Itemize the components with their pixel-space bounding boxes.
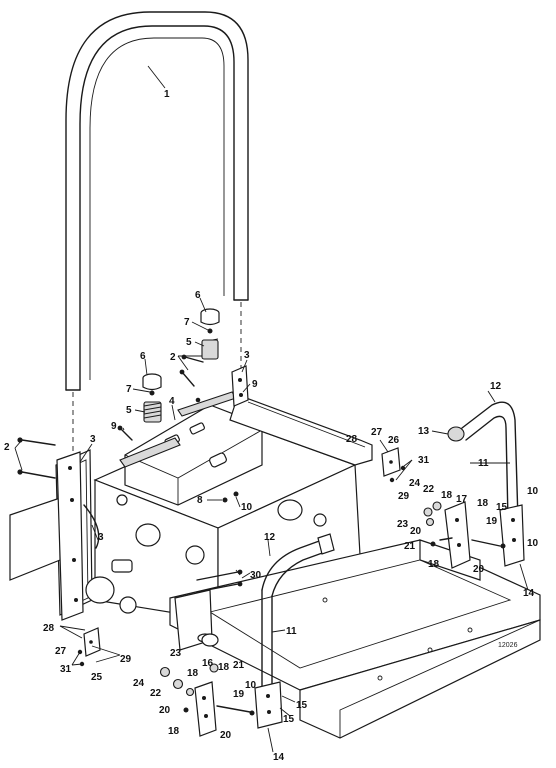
bolts-upper [17, 354, 204, 479]
callout-29: 29 [120, 654, 132, 665]
roll-bar [65, 11, 249, 470]
callout-15: 15 [296, 700, 308, 711]
isolator-stack-upper [200, 308, 220, 360]
callout-13: 13 [418, 426, 430, 437]
callout-1: 1 [164, 89, 170, 100]
misc-bolts [195, 397, 239, 503]
callout-22: 22 [423, 484, 435, 495]
callout-31: 31 [60, 664, 72, 675]
callout-22: 22 [150, 688, 162, 699]
callout-28: 28 [346, 434, 358, 445]
callout-9: 9 [252, 379, 258, 390]
callout-27: 27 [371, 427, 383, 438]
callout-18: 18 [428, 559, 440, 570]
callout-11: 11 [478, 458, 489, 469]
callout-18: 18 [168, 726, 180, 737]
right-control-hardware [381, 447, 506, 569]
callout-31: 31 [418, 455, 430, 466]
left-control-hardware [77, 569, 255, 737]
callout-12: 12 [264, 532, 276, 543]
callout-19: 19 [486, 516, 498, 527]
callout-15: 15 [496, 502, 508, 513]
callout-18: 18 [441, 490, 453, 501]
callout-7: 7 [184, 317, 190, 328]
callout-10: 10 [527, 486, 539, 497]
callout-3: 3 [244, 350, 250, 361]
callout-16: 16 [202, 658, 214, 669]
callout-17: 17 [456, 494, 468, 505]
callout-20: 20 [473, 564, 485, 575]
left-rollbar-mount-bracket [56, 451, 100, 621]
callout-14: 14 [523, 588, 535, 599]
callout-23: 23 [397, 519, 409, 530]
callout-labels: 1 2 2 3 3 3 4 5 5 6 6 7 7 8 9 9 10 10 10… [4, 89, 539, 763]
callout-18: 18 [218, 662, 230, 673]
callout-25: 25 [91, 672, 103, 683]
callout-27: 27 [55, 646, 67, 657]
callout-14: 14 [273, 752, 285, 763]
callout-5: 5 [126, 405, 132, 416]
callout-2: 2 [4, 442, 10, 453]
callout-4: 4 [169, 396, 175, 407]
callout-3: 3 [90, 434, 96, 445]
callout-12: 12 [490, 381, 502, 392]
callout-18: 18 [477, 498, 489, 509]
callout-3: 3 [98, 532, 104, 543]
callout-28: 28 [43, 623, 55, 634]
callout-24: 24 [409, 478, 421, 489]
callout-19: 19 [233, 689, 245, 700]
callout-5: 5 [186, 337, 192, 348]
callout-29: 29 [398, 491, 410, 502]
callout-15: 15 [283, 714, 295, 725]
callout-30: 30 [250, 570, 262, 581]
callout-11: 11 [286, 626, 297, 637]
left-control-lever [254, 533, 335, 729]
callout-2: 2 [170, 352, 176, 363]
isolator-stack-lower [142, 373, 162, 423]
callout-7: 7 [126, 384, 132, 395]
callout-21: 21 [404, 541, 416, 552]
callout-20: 20 [410, 526, 422, 537]
callout-23: 23 [170, 648, 182, 659]
callout-6: 6 [140, 351, 146, 362]
callout-10: 10 [527, 538, 539, 549]
callout-6: 6 [195, 290, 201, 301]
callout-9: 9 [111, 421, 117, 432]
callout-20: 20 [159, 705, 171, 716]
callout-21: 21 [233, 660, 245, 671]
callout-24: 24 [133, 678, 145, 689]
callout-18: 18 [187, 668, 199, 679]
callout-10: 10 [241, 502, 253, 513]
callout-8: 8 [197, 495, 203, 506]
leader-lines [14, 65, 529, 753]
callout-26: 26 [388, 435, 400, 446]
callout-20: 20 [220, 730, 232, 741]
drawing-number: 12026 [498, 642, 518, 649]
right-rollbar-mount-bracket [231, 365, 249, 407]
callout-10: 10 [245, 680, 257, 691]
